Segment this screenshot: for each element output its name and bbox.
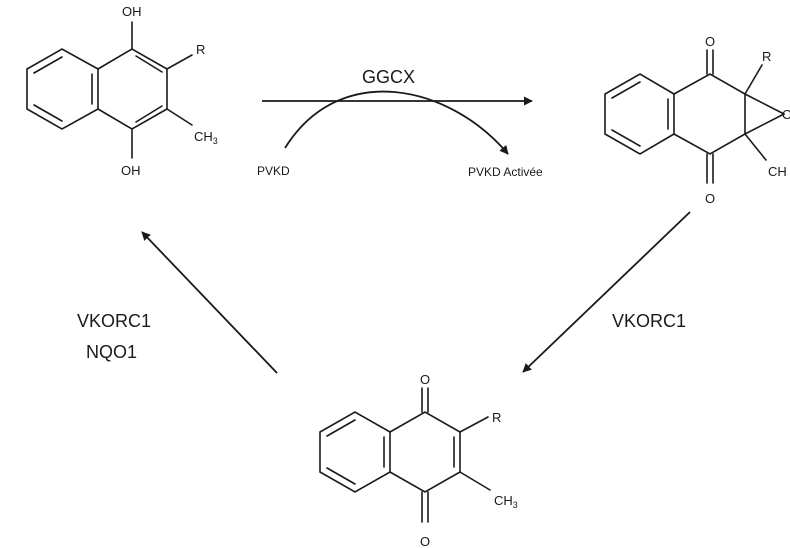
epoxide-r-group: R — [762, 49, 771, 64]
pvkd-activation-arrow — [284, 90, 509, 155]
quinone-bottom-o: O — [420, 534, 430, 548]
vkorc1-left-label: VKORC1 — [77, 311, 151, 331]
epoxide-methyl-label: CH — [768, 164, 787, 179]
hydroquinone-molecule: OH OH R CH3 — [26, 4, 218, 178]
ggcx-label: GGCX — [362, 67, 415, 87]
hydroquinone-top-oh: OH — [122, 4, 142, 19]
epoxide-bonds — [604, 49, 785, 184]
hydroquinone-bonds — [26, 21, 193, 159]
epoxide-top-o: O — [705, 34, 715, 49]
quinone-top-o: O — [420, 372, 430, 387]
quinone-bonds — [319, 387, 491, 523]
epoxide-molecule: O O R O CH — [604, 34, 790, 206]
hydroquinone-r-group: R — [196, 42, 205, 57]
pvkd-activated-label: PVKD Activée — [468, 165, 543, 179]
epoxide-bottom-o: O — [705, 191, 715, 206]
vkorc1-epoxide-reduction-arrow — [522, 211, 691, 373]
quinone-methyl-label: CH3 — [494, 493, 518, 510]
vkorc1-right-label: VKORC1 — [612, 311, 686, 331]
epoxide-oxygen: O — [782, 107, 790, 122]
pvkd-label: PVKD — [257, 164, 290, 178]
quinone-molecule: O O R CH3 — [319, 372, 518, 548]
nqo1-label: NQO1 — [86, 342, 137, 362]
hydroquinone-methyl-label: CH3 — [194, 129, 218, 146]
vkorc1-nqo1-reduction-arrow — [141, 231, 278, 374]
hydroquinone-bottom-oh: OH — [121, 163, 141, 178]
quinone-r-group: R — [492, 410, 501, 425]
